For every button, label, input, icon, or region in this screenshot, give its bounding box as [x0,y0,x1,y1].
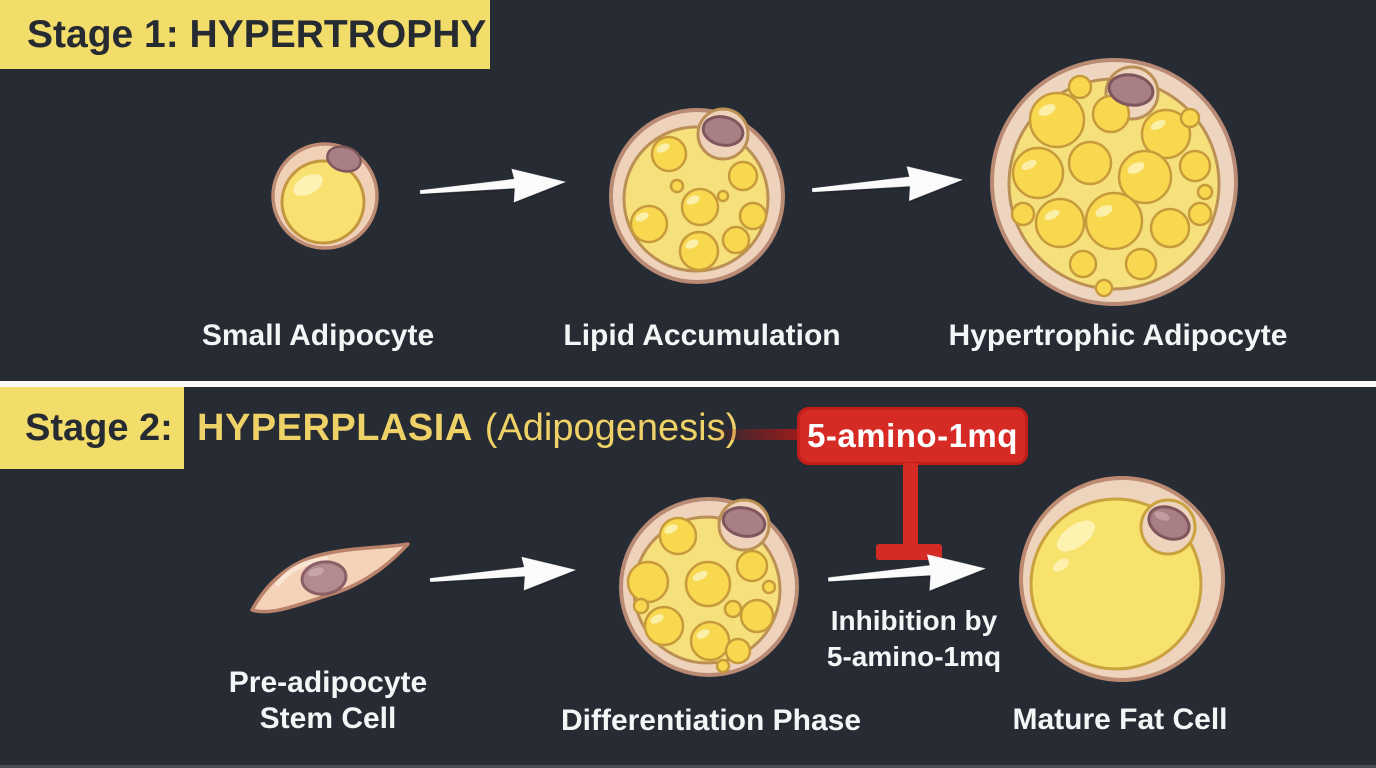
stage2-header-prefix: Stage 2: [25,406,173,449]
mature-fat-cell-icon [1019,476,1225,682]
droplet-highlight [1056,520,1096,552]
inhibition-caption-line2: 5-amino-1mq [826,641,1002,672]
droplet-highlight [293,174,323,196]
stage-divider [0,381,1376,387]
step-label-pre-adipocyte-stem-cell: Pre-adipocyte Stem Cell [229,665,427,737]
stage2-header-title: HYPERPLASIA (Adipogenesis) [197,387,738,469]
inhibitor-badge: 5-amino-1mq [797,407,1028,465]
stage2-header-badge: Stage 2: [0,387,184,469]
progression-arrow-icon [828,554,986,591]
stage1-header-text: Stage 1: HYPERTROPHY [27,12,487,56]
step-label-hypertrophic-adipocyte: Hypertrophic Adipocyte [948,319,1288,352]
droplet-highlights [1021,104,1166,220]
stage2-header-term: HYPERPLASIA [197,406,473,449]
step-label-line2: Stem Cell [259,702,397,735]
inhibitor-connector-line [712,429,800,440]
nucleus [701,115,745,147]
hypertrophic-adipocyte-icon [990,58,1238,306]
droplet-highlights [650,524,710,639]
differentiation-phase-cell-icon [619,497,799,677]
cell-highlight [275,556,329,587]
inhibitor-label: 5-amino-1mq [807,417,1018,454]
lipid-droplets [1010,74,1214,298]
step-label-line1: Pre-adipocyte [228,666,428,699]
stage1-header-badge: Stage 1: HYPERTROPHY [0,0,490,69]
step-label-mature-fat-cell: Mature Fat Cell [1012,703,1228,736]
nucleus [1107,73,1155,107]
bottom-edge-line [0,765,1376,768]
nucleus-highlight [1154,511,1170,521]
nucleus [721,506,767,538]
lipid-accumulation-cell-icon [609,107,785,284]
progression-arrow-icon [429,556,576,591]
droplet-highlights [635,143,700,249]
pre-adipocyte-stem-cell-icon [250,542,410,614]
step-label-differentiation-phase: Differentiation Phase [560,704,862,737]
inhibition-tbar-stem-icon [903,463,918,547]
stage2-header-suffix: (Adipogenesis) [484,406,739,449]
progression-arrow-icon [811,166,963,201]
nucleus-highlight [308,567,324,577]
step-label-small-adipocyte: Small Adipocyte [201,319,435,352]
nucleus [326,145,362,173]
progression-arrow-icon [419,168,566,203]
lipid-droplet [280,159,366,245]
droplet-highlight-small [1053,558,1069,572]
inhibition-tbar-cap-icon [876,544,942,560]
step-label-lipid-accumulation: Lipid Accumulation [563,319,841,352]
small-adipocyte-icon [271,142,379,250]
inhibition-caption-line1: Inhibition by [830,605,998,636]
inhibition-caption: Inhibition by 5-amino-1mq [827,603,1001,675]
